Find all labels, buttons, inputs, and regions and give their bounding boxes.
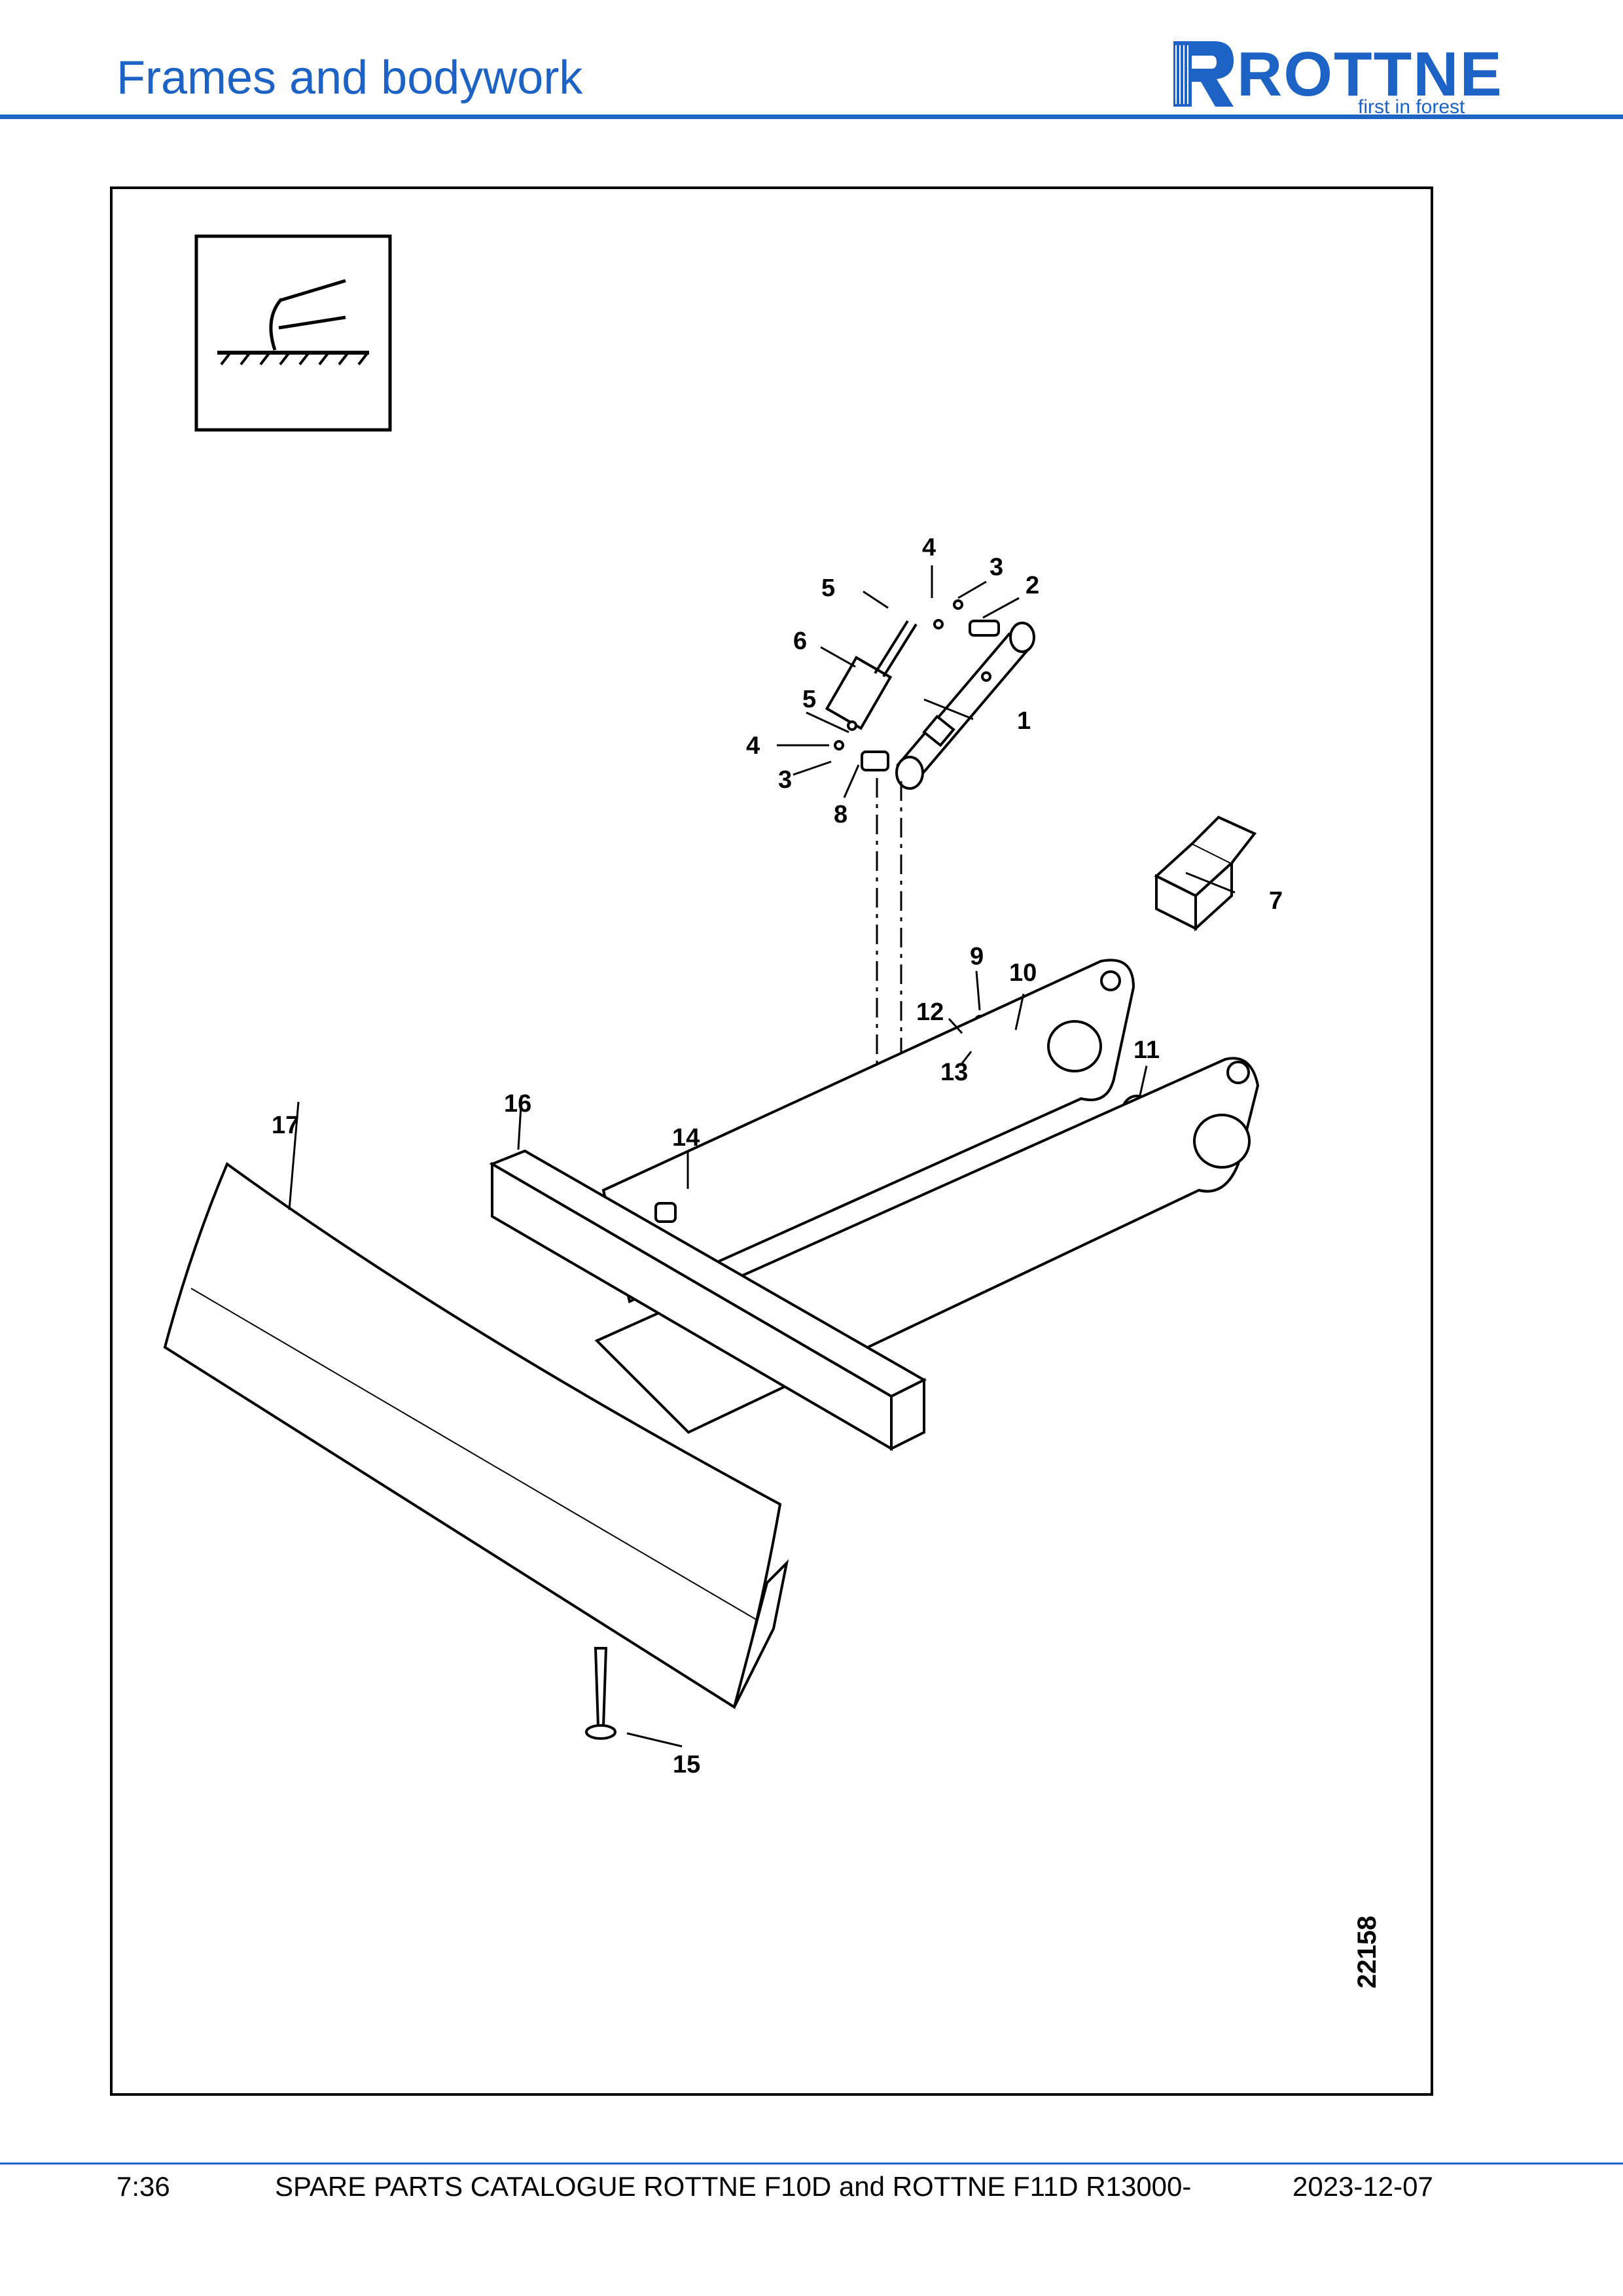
callout-6: 6 [793, 627, 807, 655]
exploded-view-frame: 4 3 2 5 6 5 1 4 3 8 7 9 10 12 11 13 16 1… [110, 186, 1433, 2096]
logo-wordmark: ROTTNE [1237, 39, 1503, 109]
callout-16: 16 [504, 1090, 531, 1118]
callout-13: 13 [940, 1059, 968, 1086]
sleeve-part-7 [1154, 815, 1257, 932]
callout-9: 9 [970, 943, 984, 970]
pin-part-15 [585, 1647, 616, 1740]
logo-tagline: first in forest [1358, 96, 1465, 118]
callout-5-top: 5 [821, 574, 835, 602]
callout-8: 8 [834, 801, 847, 828]
rottne-logo: ROTTNE first in forest [1168, 36, 1522, 118]
page-number: 7:36 [116, 2171, 170, 2202]
callout-1: 1 [1017, 707, 1031, 735]
callout-3-top: 3 [990, 554, 1003, 581]
callout-4-bottom: 4 [746, 732, 760, 760]
callout-10: 10 [1009, 959, 1037, 987]
catalogue-date: 2023-12-07 [1293, 2171, 1433, 2202]
drawing-number: 22158 [1353, 1916, 1382, 1988]
callout-4-top: 4 [922, 534, 936, 561]
callout-11: 11 [1133, 1036, 1160, 1064]
callout-leaders [288, 565, 1236, 1748]
callout-12: 12 [916, 998, 944, 1026]
callout-7: 7 [1269, 887, 1283, 915]
dozer-blade-symbol-icon [194, 234, 392, 432]
push-frame-arms [594, 959, 1260, 1434]
footer-divider [0, 2163, 1623, 2164]
exploded-parts-drawing: 4 3 2 5 6 5 1 4 3 8 7 9 10 12 11 13 16 1… [163, 234, 1382, 1988]
callout-15: 15 [673, 1751, 700, 1778]
catalogue-title: SPARE PARTS CATALOGUE ROTTNE F10D and RO… [275, 2171, 1192, 2202]
callout-5-bottom: 5 [802, 686, 816, 713]
callout-17: 17 [272, 1112, 299, 1139]
tilt-cylinder-assembly [825, 599, 1035, 790]
callout-3-bottom: 3 [778, 766, 792, 794]
rottne-emblem-icon [1173, 41, 1234, 107]
callout-14: 14 [672, 1124, 700, 1152]
callout-2: 2 [1026, 572, 1039, 599]
header-divider [0, 115, 1623, 119]
dozer-blade-part-17 [163, 1161, 789, 1710]
cross-beam-part-16 [489, 1149, 927, 1451]
page-title: Frames and bodywork [116, 52, 583, 104]
